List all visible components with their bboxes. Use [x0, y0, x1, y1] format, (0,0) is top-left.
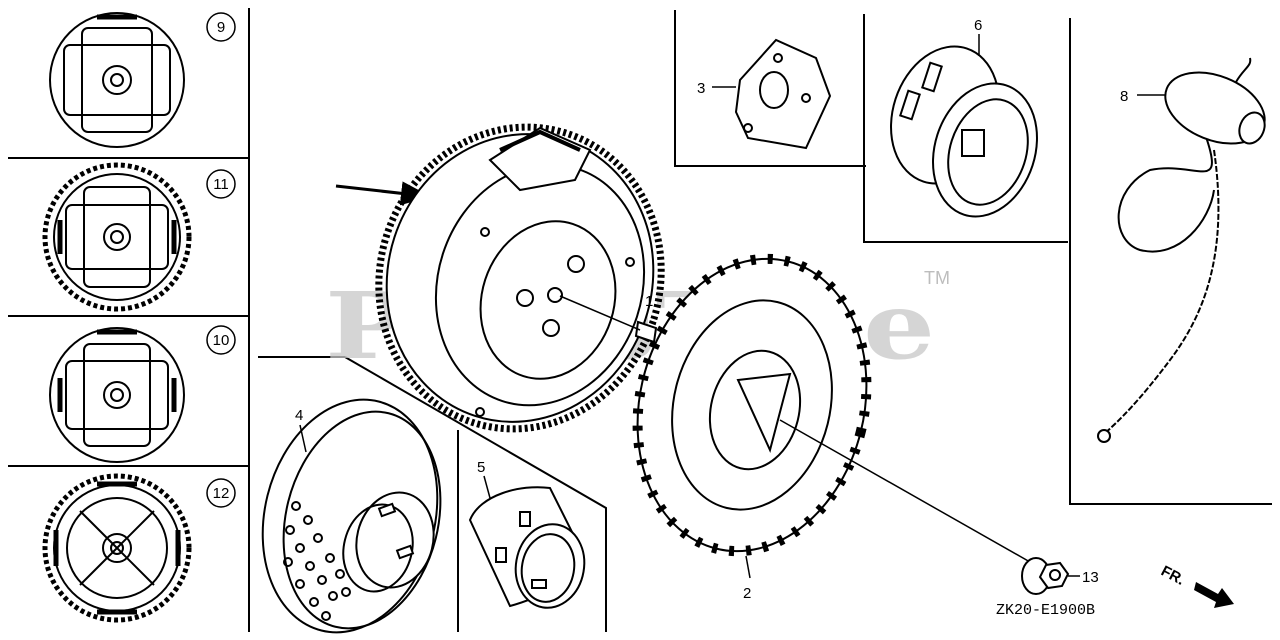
flywheel-variant-12-icon — [42, 473, 192, 623]
leader-line-1 — [559, 295, 641, 331]
callout-label-2: 2 — [743, 585, 751, 602]
callout-label-4: 4 — [295, 407, 303, 424]
leader-line-4 — [299, 424, 307, 453]
callout-label-3: 3 — [697, 80, 705, 97]
hub-spoke-icon — [66, 497, 168, 599]
callout-label-13: 13 — [1082, 569, 1099, 586]
hub-spoke-icon — [63, 27, 171, 133]
leader-line-5 — [483, 475, 491, 499]
leader-line-2 — [745, 555, 751, 579]
cover-vent-holes — [283, 501, 351, 621]
starter-pulley-part[interactable] — [874, 32, 1054, 230]
ref-badge-10 — [206, 325, 236, 355]
ref-badge-12 — [206, 478, 236, 508]
starter-rope-part[interactable] — [1097, 119, 1220, 443]
flywheel-variant-10-icon — [49, 327, 185, 463]
front-direction-indicator: FR. — [1158, 563, 1234, 608]
callout-label-6: 6 — [974, 17, 982, 34]
watermark-trademark: TM — [924, 268, 950, 288]
flywheel-variant-11-icon — [42, 162, 192, 312]
flange-nut-part[interactable] — [1021, 557, 1070, 595]
front-arrow-icon — [1194, 582, 1234, 608]
flywheel-variant-9-icon — [49, 12, 185, 148]
rope-grip-part[interactable] — [1155, 57, 1275, 157]
hub-spoke-icon — [65, 186, 169, 288]
ref-label-11: 11 — [213, 176, 229, 193]
panel-dividers — [8, 8, 1272, 632]
ref-badge-9 — [206, 12, 236, 42]
fan-cover-part[interactable] — [239, 381, 462, 640]
front-label: FR. — [1158, 563, 1187, 589]
variant-panel-12[interactable]: 12 — [42, 473, 236, 623]
ref-badge-11 — [206, 169, 236, 199]
starter-cup-part[interactable] — [468, 486, 591, 613]
hub-spoke-icon — [65, 343, 169, 447]
variant-panel-9[interactable]: 9 — [49, 12, 236, 148]
ref-label-12: 12 — [213, 485, 230, 502]
ref-label-9: 9 — [217, 19, 225, 36]
callout-label-1: 1 — [645, 293, 653, 310]
callout-label-5: 5 — [477, 459, 485, 476]
variant-panel-10[interactable]: 10 — [49, 325, 236, 463]
ref-label-10: 10 — [213, 332, 230, 349]
diagram-code: ZK20-E1900B — [996, 602, 1095, 619]
callout-label-8: 8 — [1120, 88, 1128, 105]
leader-line-13 — [779, 419, 1031, 563]
variant-panel-11[interactable]: 11 — [42, 162, 236, 312]
key-part[interactable] — [634, 320, 658, 344]
cooling-fan-part[interactable] — [608, 234, 897, 575]
flywheel-part[interactable] — [340, 90, 700, 466]
pulley-plate-part[interactable] — [734, 38, 832, 150]
